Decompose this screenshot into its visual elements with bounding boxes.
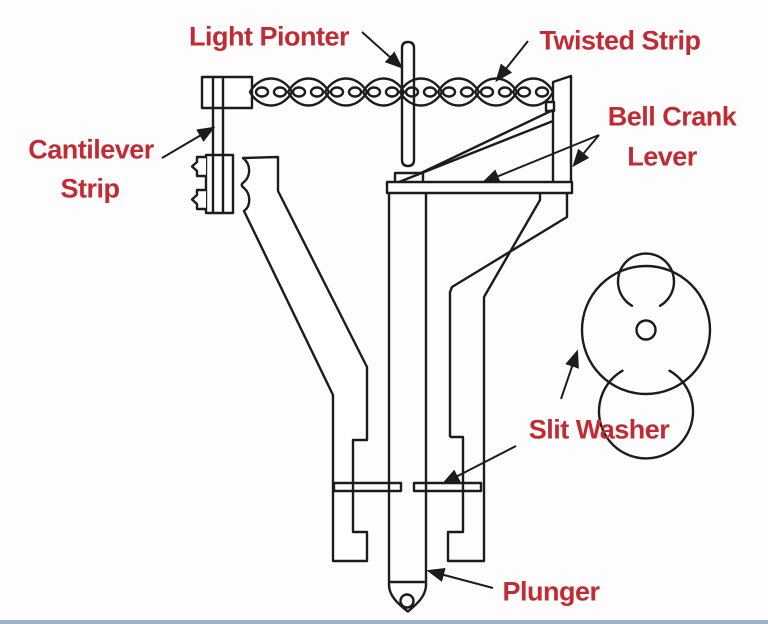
- washer-center-hole: [635, 319, 657, 341]
- label-bell-crank-line1: Bell Crank: [607, 101, 737, 132]
- plunger-shaft: [387, 193, 428, 584]
- light-pointer-arrow: [361, 31, 404, 69]
- washer-outer-slit-ring: [597, 369, 695, 460]
- label-light-pointer: Light Pionter: [189, 21, 349, 52]
- slit-washer-arrow: [441, 445, 517, 485]
- annotation-arrows: [161, 31, 600, 589]
- washer-inner-slit-ring: [616, 252, 676, 307]
- cantilever-strip: [211, 77, 225, 213]
- plunger-arrow: [426, 567, 494, 589]
- bell-crank-arrow-arm: [481, 134, 600, 184]
- top-clamp-block: [200, 75, 254, 110]
- label-cantilever-line1: Cantilever: [28, 134, 154, 165]
- slit-washer-right: [412, 481, 483, 493]
- plunger-tip: [387, 582, 428, 613]
- clamp-tooth-top: [190, 155, 206, 178]
- label-plunger: Plunger: [502, 576, 600, 607]
- label-cantilever-line2: Strip: [60, 173, 120, 204]
- knurled-clamp: [190, 153, 235, 215]
- slit-washer-left: [332, 481, 403, 493]
- label-twisted-strip: Twisted Strip: [539, 25, 701, 56]
- bell-crank-bracket: [551, 74, 573, 185]
- light-pointer-rod: [400, 40, 416, 168]
- twisted-strip-arrow: [495, 40, 529, 83]
- bell-crank-inclined-arm: [398, 108, 554, 184]
- right-arm-body: [446, 193, 569, 563]
- label-bell-crank-line2: Lever: [627, 141, 697, 172]
- contact-ball: [399, 593, 415, 609]
- bell-crank-horizontal-arm: [385, 180, 574, 195]
- bell-crank-arrow-bracket: [572, 134, 600, 168]
- clamp-tooth-bottom: [190, 188, 206, 211]
- slit-washer-detail: [580, 252, 712, 460]
- twisted-strip-perforations: [254, 86, 550, 98]
- slit-washer-detail-arrow: [560, 349, 579, 400]
- bottom-edge-strip: [0, 620, 768, 624]
- cantilever-strip-arrow: [161, 126, 216, 159]
- twisted-strip-chain: [248, 77, 555, 107]
- label-slit-washer: Slit Washer: [528, 414, 670, 445]
- left-arm-body: [240, 155, 369, 563]
